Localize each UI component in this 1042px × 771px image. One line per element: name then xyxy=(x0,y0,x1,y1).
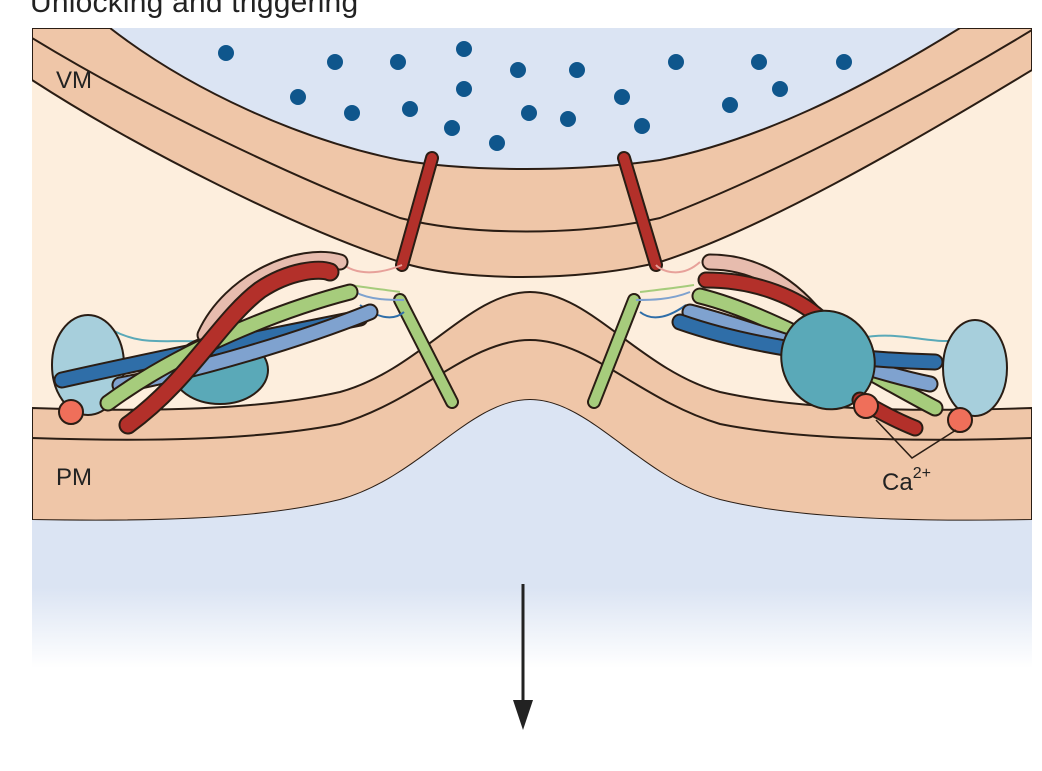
direction-arrow xyxy=(513,584,533,730)
pm-label: PM xyxy=(56,464,92,491)
snare-complex-right xyxy=(671,253,1008,459)
plasma-membrane xyxy=(32,290,1032,522)
synaptic-cleft xyxy=(32,400,1032,668)
vesicle-lumen-edge xyxy=(109,28,961,170)
synaptotagmin-right xyxy=(780,309,876,411)
transmembrane-anchors xyxy=(393,151,663,409)
calcium-ion-right-1 xyxy=(853,393,879,419)
plasma-membrane-leaflet xyxy=(32,338,1032,441)
calcium-ion-right-2 xyxy=(947,407,973,433)
linker-threads xyxy=(111,261,961,346)
snare-complex-left xyxy=(51,250,379,435)
vm-label: VM xyxy=(56,67,92,94)
calcium-label: Ca2+ xyxy=(882,465,931,496)
vesicle-lumen xyxy=(110,28,960,169)
complexin-right xyxy=(942,319,1008,417)
vesicle-membrane-leaflet xyxy=(32,29,1032,233)
neurotransmitter-dots xyxy=(218,41,852,151)
calcium-leader-lines xyxy=(875,419,957,459)
diagram-title: Unlocking and triggering xyxy=(30,0,359,19)
calcium-ion-left xyxy=(58,399,84,425)
